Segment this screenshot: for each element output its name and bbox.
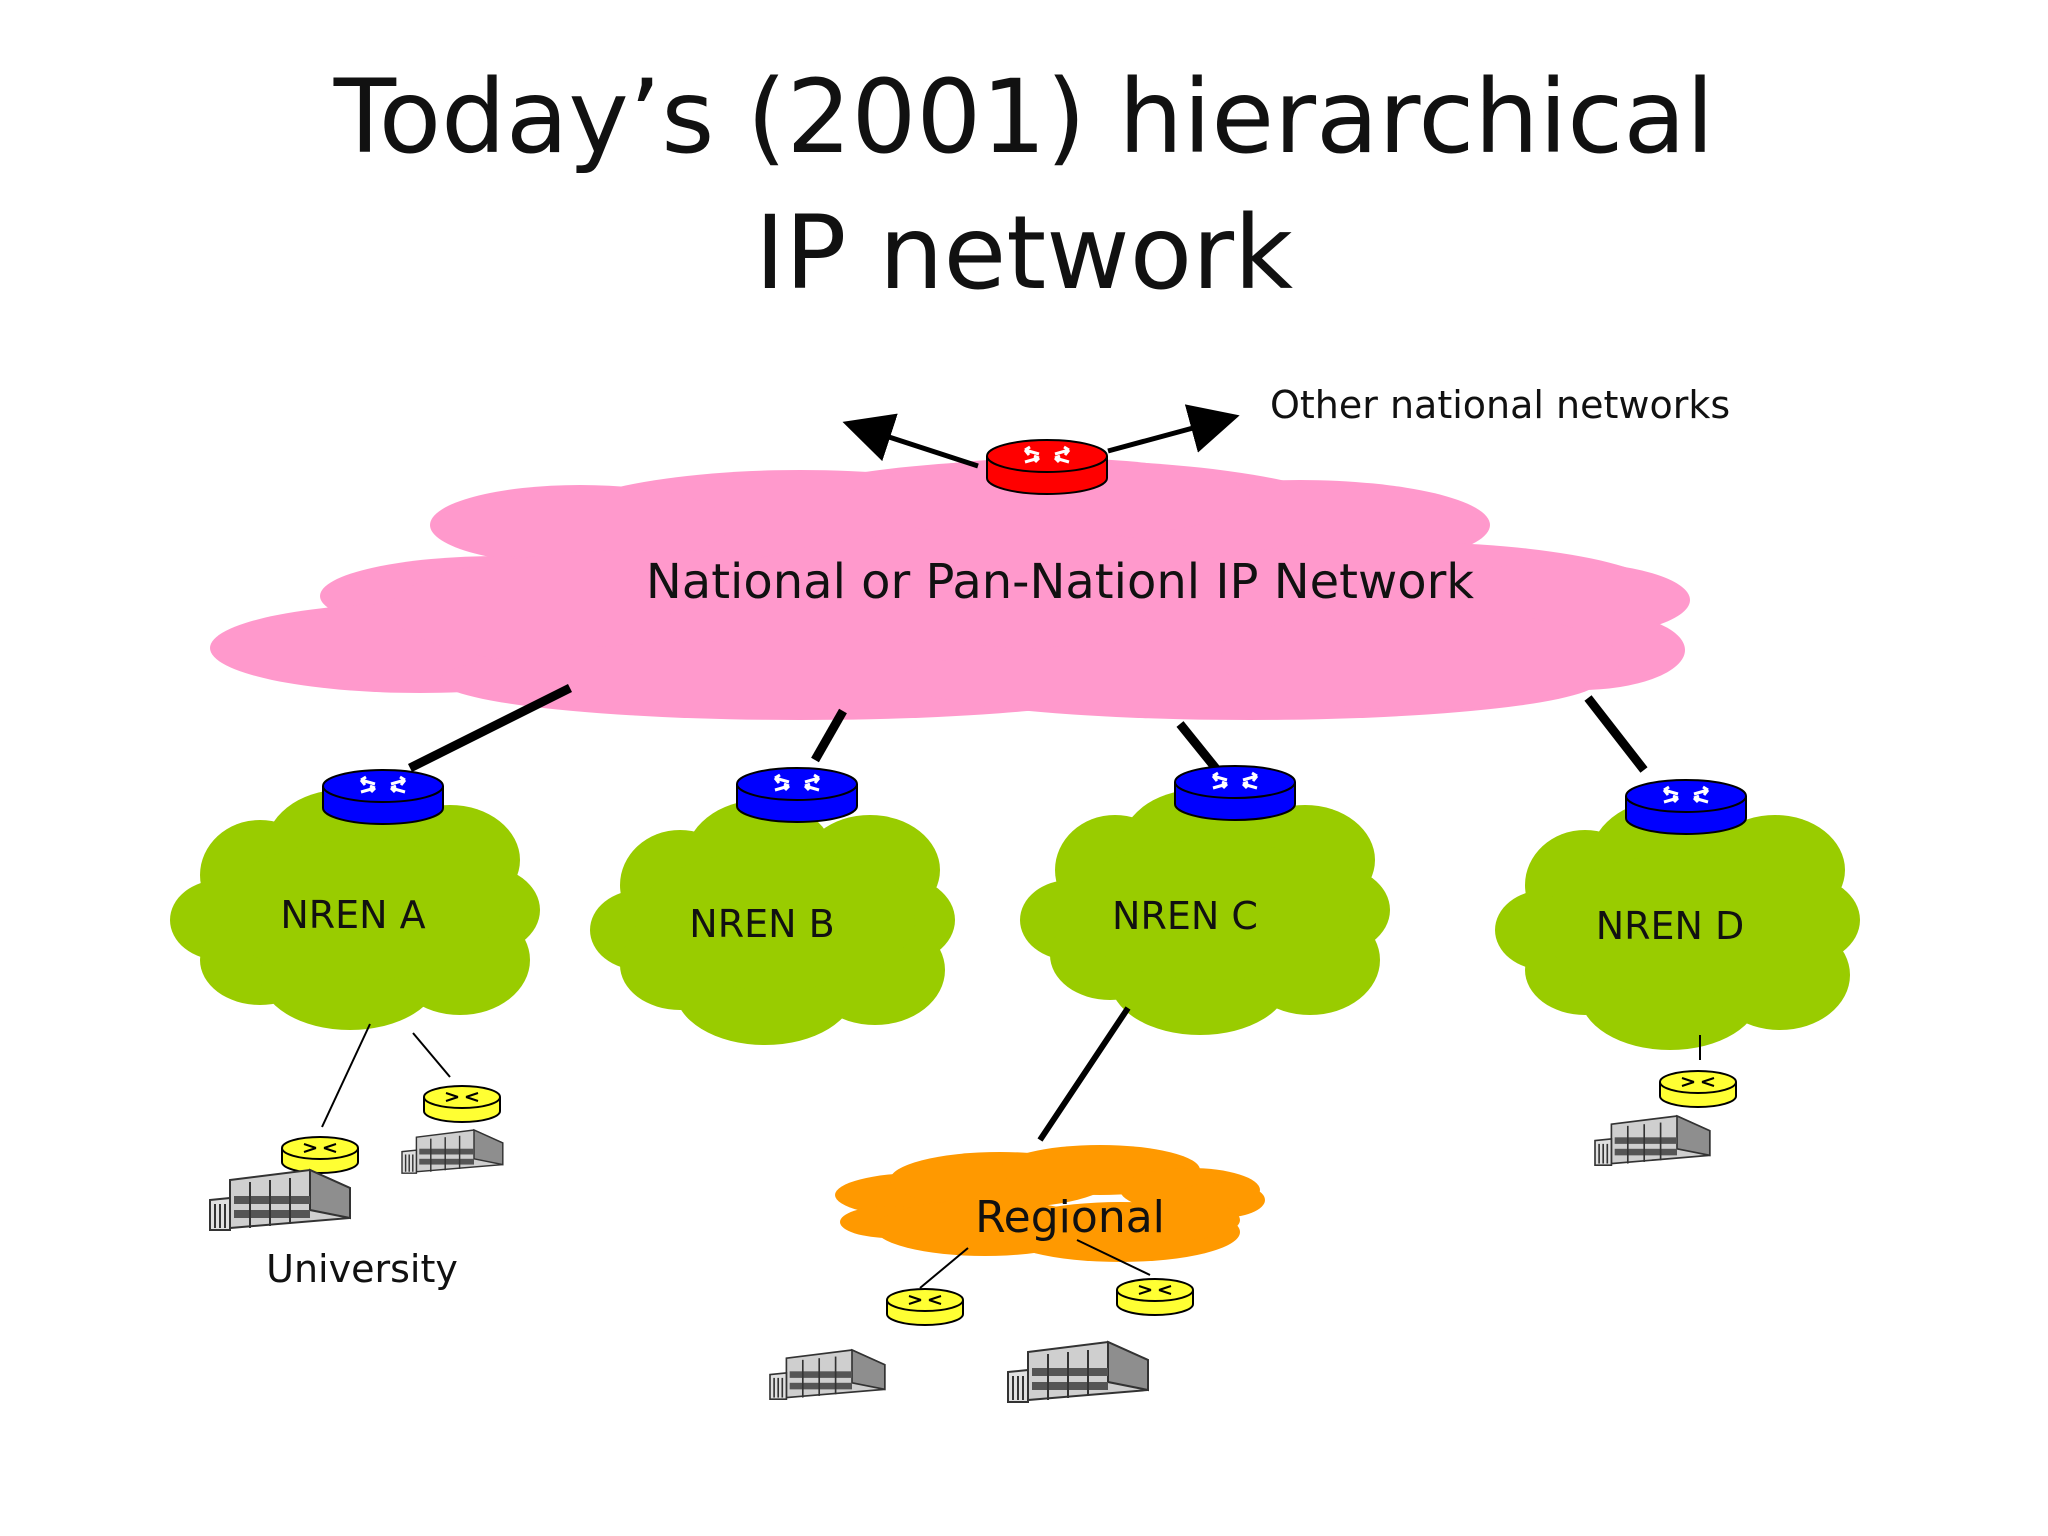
nren-b-router-icon — [736, 767, 858, 823]
building-icon — [209, 1169, 351, 1231]
nren-a-label: NREN A — [280, 893, 425, 937]
link-nren-a-campus-1 — [321, 1023, 371, 1128]
link-other-right — [1107, 404, 1240, 454]
university-label: University — [266, 1247, 458, 1291]
link-national-nren-d — [1584, 695, 1648, 773]
building-icon — [1007, 1341, 1149, 1403]
nren-c-label: NREN C — [1112, 894, 1258, 938]
link-nren-a-campus-2 — [412, 1032, 451, 1078]
nren-c-cloud — [1020, 790, 1390, 1035]
building-icon — [401, 1129, 504, 1174]
campus-router-icon — [281, 1136, 359, 1174]
core-router-icon — [986, 439, 1108, 495]
regional-cloud — [835, 1145, 1265, 1262]
link-nren-c-regional — [1037, 1006, 1131, 1142]
title-line-1: Today’s (2001) hierarchical — [333, 58, 1715, 177]
nren-d-router-icon — [1625, 779, 1747, 835]
campus-router-icon — [1659, 1070, 1737, 1108]
national-network-cloud — [210, 458, 1690, 720]
link-other-left — [842, 413, 979, 469]
nren-a-router-icon — [322, 769, 444, 825]
slide-title: Today’s (2001) hierarchical IP network — [0, 50, 2048, 322]
link-national-nren-a — [407, 683, 573, 773]
campus-router-icon — [886, 1288, 964, 1326]
nren-d-cloud — [1495, 800, 1860, 1050]
nren-b-label: NREN B — [689, 902, 834, 946]
title-line-2: IP network — [754, 194, 1294, 313]
link-regional-campus-2 — [1076, 1239, 1151, 1276]
campus-router-icon — [1116, 1278, 1194, 1316]
nren-b-cloud — [590, 800, 955, 1045]
regional-label: Regional — [975, 1192, 1165, 1243]
building-icon — [1594, 1115, 1711, 1167]
link-regional-campus-1 — [919, 1247, 969, 1289]
building-icon — [769, 1349, 886, 1401]
other-networks-label: Other national networks — [1270, 383, 1730, 427]
campus-router-icon — [423, 1085, 501, 1123]
national-network-label: National or Pan-Nationl IP Network — [646, 554, 1474, 610]
nren-c-router-icon — [1174, 765, 1296, 821]
link-national-nren-b — [811, 708, 847, 763]
nren-d-label: NREN D — [1596, 904, 1745, 948]
